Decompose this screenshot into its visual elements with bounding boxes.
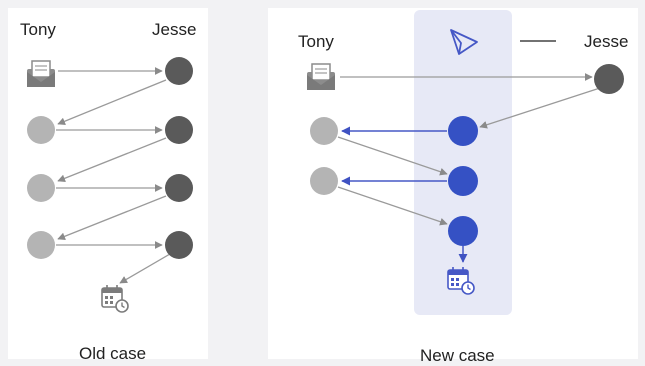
envelope-icon bbox=[27, 60, 55, 87]
tony-node bbox=[310, 117, 338, 145]
new-receiver-label: Jesse bbox=[584, 32, 629, 51]
agent-node bbox=[448, 116, 478, 146]
new-case-caption: New case bbox=[420, 346, 495, 365]
tony-node bbox=[27, 116, 55, 144]
arrow-old-6 bbox=[57, 195, 167, 241]
arrow-new-6 bbox=[337, 186, 448, 226]
arrow-old-2 bbox=[57, 79, 167, 125]
arrow-new-2 bbox=[479, 87, 601, 129]
old-case-caption: Old case bbox=[79, 344, 147, 363]
jesse-node bbox=[165, 174, 193, 202]
tony-node bbox=[27, 231, 55, 259]
old-sender-label: Tony bbox=[20, 20, 56, 39]
jesse-node bbox=[594, 64, 624, 94]
arrow-old-4 bbox=[57, 137, 167, 183]
jesse-node bbox=[165, 57, 193, 85]
envelope-icon bbox=[307, 63, 335, 90]
tony-node bbox=[27, 174, 55, 202]
arrow-old-8 bbox=[119, 253, 171, 284]
agent-node bbox=[448, 216, 478, 246]
arrow-new-4 bbox=[337, 136, 448, 176]
paper-plane-icon bbox=[450, 29, 478, 55]
agent-band bbox=[414, 10, 512, 315]
jesse-node bbox=[165, 231, 193, 259]
tony-node bbox=[310, 167, 338, 195]
agent-node bbox=[448, 166, 478, 196]
calendar-clock-icon bbox=[447, 267, 475, 295]
old-receiver-label: Jesse bbox=[152, 20, 197, 39]
new-sender-label: Tony bbox=[298, 32, 334, 51]
jesse-node bbox=[165, 116, 193, 144]
calendar-clock-icon bbox=[101, 285, 129, 313]
